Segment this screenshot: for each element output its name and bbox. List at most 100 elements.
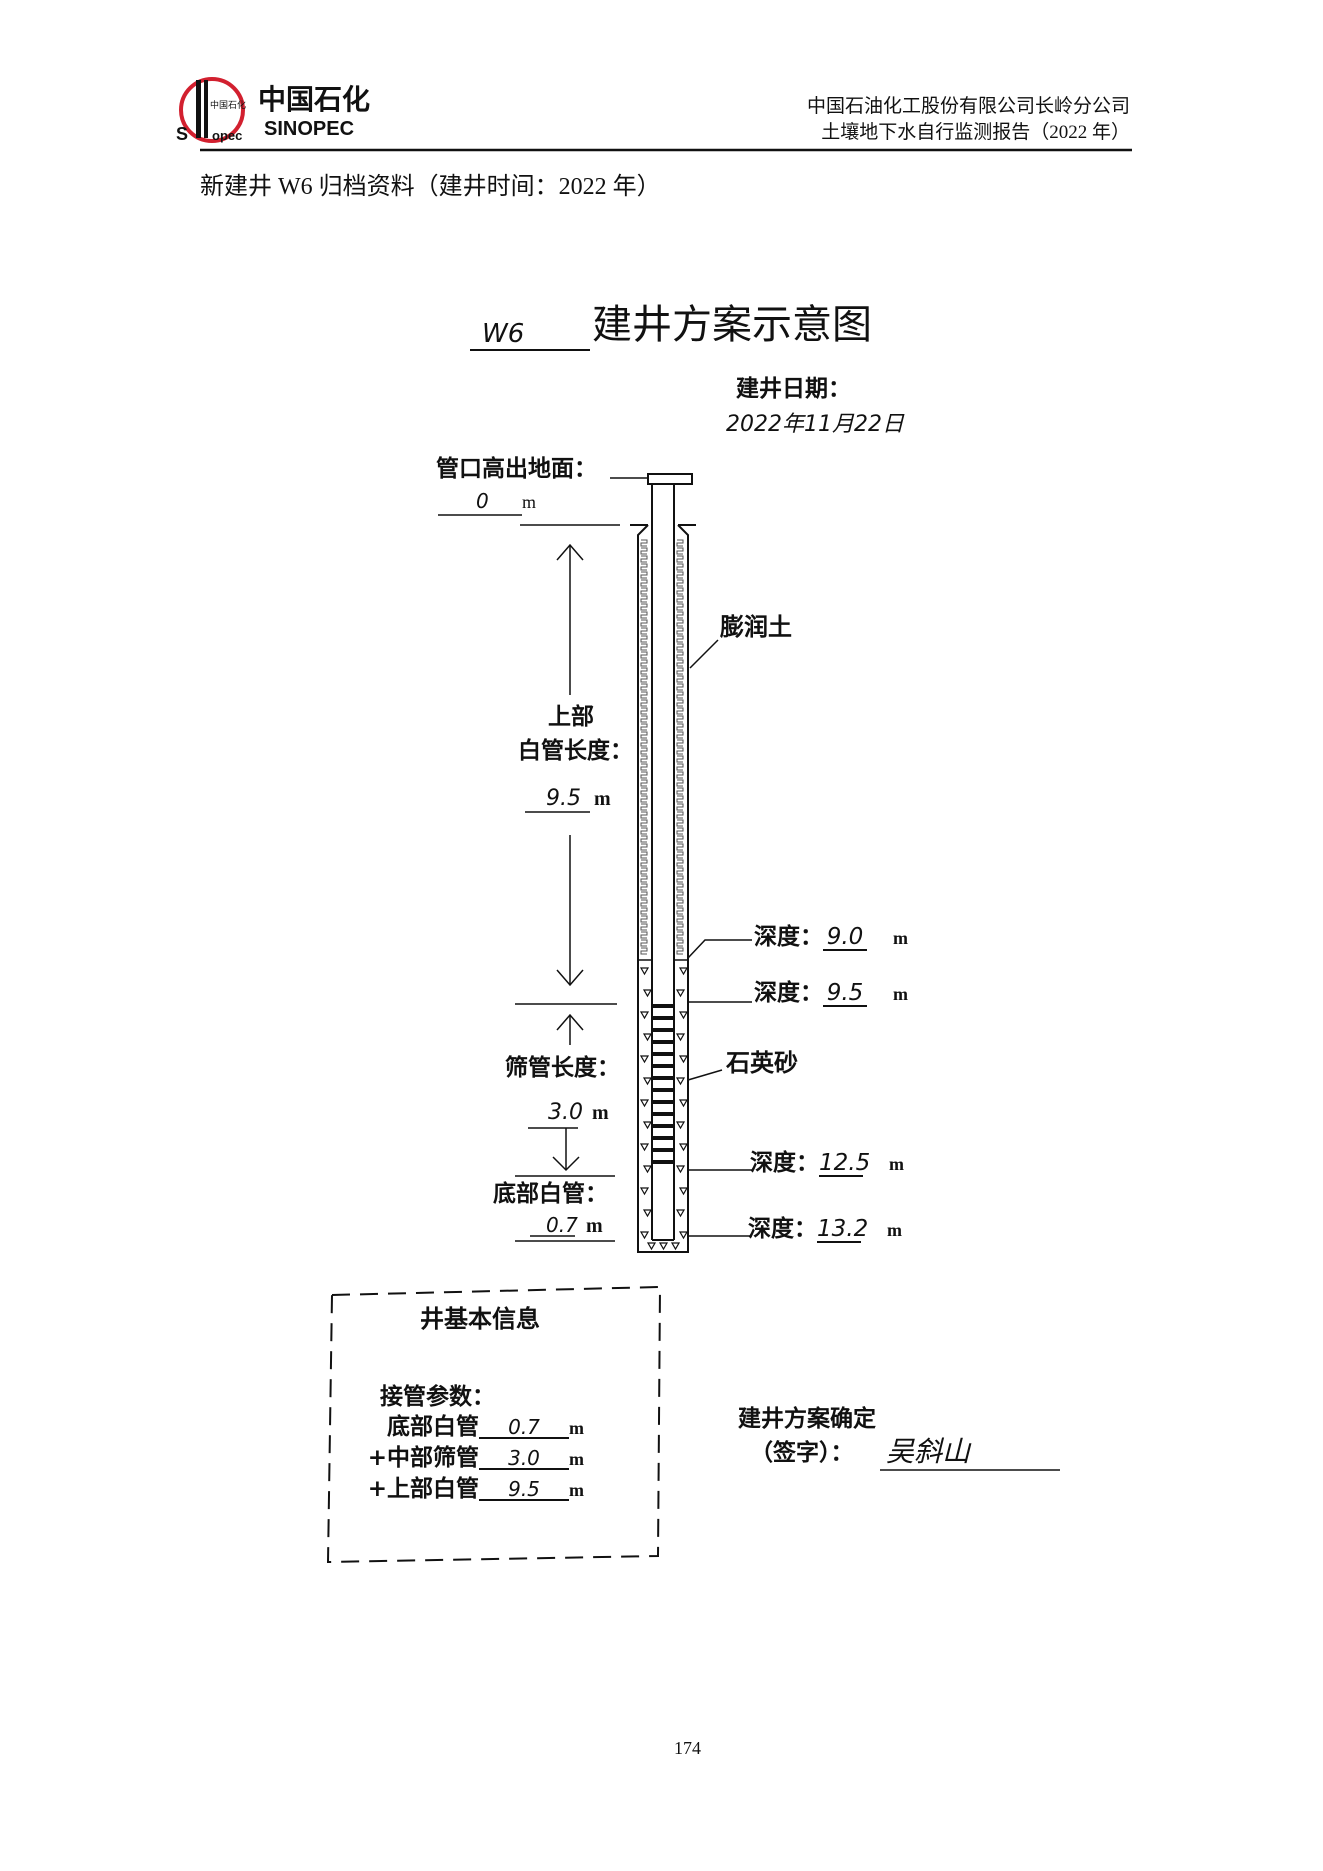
upper-length-arrows	[515, 543, 617, 1242]
sand-mark	[658, 1242, 669, 1251]
bentonite-fill	[640, 539, 684, 955]
bentonite-mark	[640, 555, 648, 563]
bentonite-mark	[640, 867, 648, 875]
confirm-label: 建井方案确定	[738, 1406, 876, 1432]
bentonite-mark	[676, 899, 684, 907]
bottom-length-value: 0.7	[546, 1213, 578, 1237]
sinopec-logo-icon: 中国石化 S opec	[176, 77, 246, 144]
bentonite-mark	[640, 675, 648, 683]
bentonite-mark	[640, 747, 648, 755]
unit: m	[887, 1220, 902, 1240]
sand-mark	[675, 1121, 686, 1130]
bentonite-mark	[640, 643, 648, 651]
bentonite-mark	[676, 947, 684, 955]
bentonite-mark	[640, 787, 648, 795]
screen-slot	[652, 1112, 674, 1116]
bentonite-mark	[676, 931, 684, 939]
screen-slot	[652, 1148, 674, 1152]
bentonite-mark	[640, 763, 648, 771]
svg-text:S: S	[176, 124, 188, 144]
bentonite-mark	[676, 891, 684, 899]
unit: m	[893, 984, 908, 1004]
screen-slot	[652, 1004, 674, 1008]
sand-mark	[642, 989, 653, 998]
bentonite-mark	[676, 907, 684, 915]
bentonite-mark	[640, 707, 648, 715]
bentonite-mark	[676, 771, 684, 779]
bentonite-mark	[640, 803, 648, 811]
bentonite-mark	[640, 811, 648, 819]
sand-mark	[675, 1077, 686, 1086]
svg-text:中国石化: 中国石化	[210, 99, 246, 111]
casing-height-label: 管口高出地面：	[436, 456, 597, 482]
bentonite-mark	[640, 547, 648, 555]
unit: m	[594, 788, 611, 810]
sand-mark	[670, 1242, 681, 1251]
sand-mark	[675, 1209, 686, 1218]
sand-mark	[639, 1055, 650, 1064]
unit: m	[893, 928, 908, 948]
bentonite-mark	[640, 571, 648, 579]
bentonite-mark	[676, 843, 684, 851]
bentonite-mark	[676, 547, 684, 555]
sand-mark	[642, 1209, 653, 1218]
quartz-sand-fill	[639, 967, 689, 1251]
pipe-params-label: 接管参数：	[380, 1384, 495, 1410]
screen-slot	[652, 1124, 674, 1128]
bentonite-mark	[676, 627, 684, 635]
section-heading: 新建井 W6 归档资料（建井时间：2022 年）	[200, 174, 661, 200]
info-row-value: 9.5	[479, 1479, 569, 1501]
info-row-label: +上部白管	[367, 1476, 479, 1502]
sand-mark	[642, 1121, 653, 1130]
bentonite-mark	[640, 683, 648, 691]
page-number: 174	[674, 1738, 701, 1758]
sand-mark	[642, 1033, 653, 1042]
quartz-sand-label: 石英砂	[726, 1049, 798, 1077]
bentonite-mark	[676, 867, 684, 875]
bentonite-mark	[640, 619, 648, 627]
sand-mark	[675, 1165, 686, 1174]
screen-slot	[652, 1076, 674, 1080]
sand-mark	[639, 1011, 650, 1020]
bentonite-mark	[676, 579, 684, 587]
bentonite-mark	[676, 803, 684, 811]
bentonite-mark	[676, 835, 684, 843]
screen-length-label: 筛管长度：	[505, 1055, 620, 1081]
header-report: 土壤地下水自行监测报告（2022 年）	[821, 122, 1130, 143]
upper-label: 上部	[548, 704, 594, 730]
bentonite-mark	[676, 675, 684, 683]
bentonite-mark	[640, 627, 648, 635]
bentonite-mark	[676, 747, 684, 755]
unit: m	[592, 1102, 609, 1124]
casing-height-value: 0	[476, 489, 489, 513]
bentonite-mark	[640, 923, 648, 931]
info-row-value: 0.7	[479, 1417, 569, 1439]
bentonite-mark	[676, 555, 684, 563]
signature-label: （签字）：	[750, 1440, 854, 1466]
bentonite-mark	[676, 851, 684, 859]
screen-slot	[652, 1016, 674, 1020]
bentonite-mark	[676, 595, 684, 603]
screen-slot	[652, 1052, 674, 1056]
bentonite-mark	[640, 611, 648, 619]
sand-mark	[675, 989, 686, 998]
screen-slot	[652, 1028, 674, 1032]
bentonite-label: 膨润土	[720, 613, 792, 641]
upper-length-label: 白管长度：	[518, 738, 633, 764]
bentonite-mark	[676, 939, 684, 947]
bentonite-mark	[640, 795, 648, 803]
svg-text:opec: opec	[212, 128, 242, 143]
bentonite-mark	[676, 715, 684, 723]
sand-mark	[642, 1165, 653, 1174]
well-screen	[652, 1004, 674, 1164]
bentonite-mark	[640, 755, 648, 763]
bentonite-mark	[640, 859, 648, 867]
bentonite-mark	[676, 707, 684, 715]
sand-mark	[678, 1231, 689, 1240]
bentonite-mark	[640, 947, 648, 955]
bentonite-mark	[676, 883, 684, 891]
sand-mark	[678, 1143, 689, 1152]
depth-value: 13.2	[817, 1216, 869, 1243]
bentonite-mark	[640, 651, 648, 659]
